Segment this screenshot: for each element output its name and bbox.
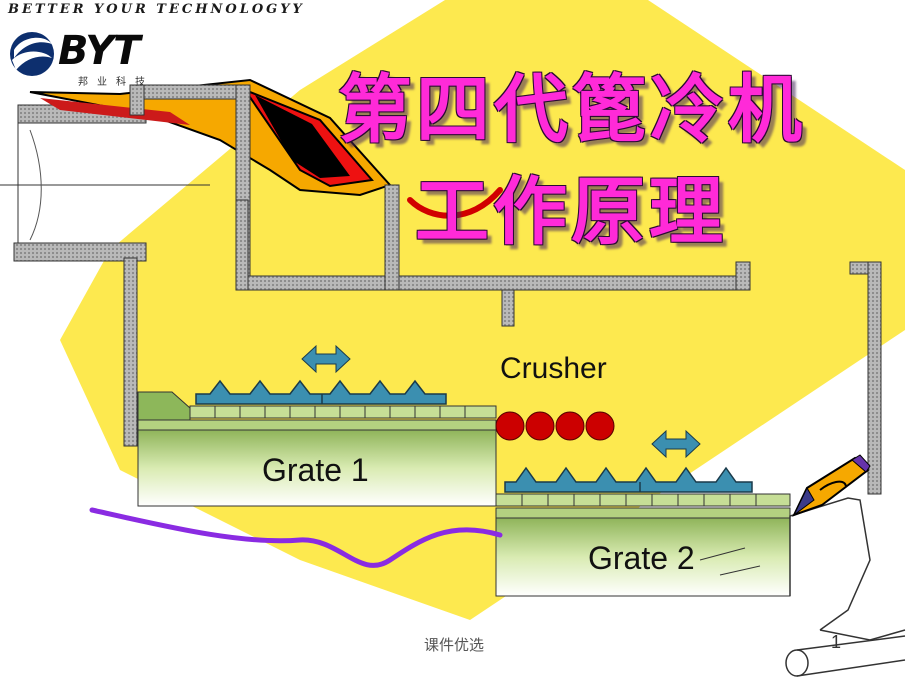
cooler-housing: [123, 84, 882, 495]
crusher-roller: [495, 411, 525, 441]
logo-text: BYT: [58, 28, 141, 74]
logo-subtitle: 邦业科技: [78, 77, 154, 88]
clinker-flow-line: [89, 507, 503, 568]
burner-flame-icon: [29, 78, 503, 219]
crusher-roller: [585, 411, 615, 441]
pencil-icon: [792, 454, 871, 517]
grate-2-plates: [504, 466, 753, 493]
double-arrow-icon: [651, 429, 701, 459]
slide-title-line-1: 第四代篦冷机: [338, 67, 806, 153]
page-number: 1: [831, 632, 842, 652]
crusher-label: Crusher: [500, 352, 607, 385]
grate-1-plates: [195, 379, 447, 405]
tagline: BETTER YOUR TECHNOLOGYY: [8, 2, 305, 17]
crusher-roller: [525, 411, 555, 441]
footer-text: 课件优选: [424, 636, 485, 654]
discharge-hopper: [785, 497, 906, 677]
grate-1-label: Grate 1: [262, 452, 369, 488]
byt-logo-icon: [10, 32, 54, 76]
double-arrow-icon: [301, 344, 351, 374]
grate-2: [495, 493, 791, 597]
grate-2-label: Grate 2: [588, 540, 695, 576]
crusher-rollers: [495, 411, 615, 441]
crusher-roller: [555, 411, 585, 441]
slide-title-line-2: 工作原理: [415, 169, 727, 255]
grate-1: [137, 391, 497, 507]
